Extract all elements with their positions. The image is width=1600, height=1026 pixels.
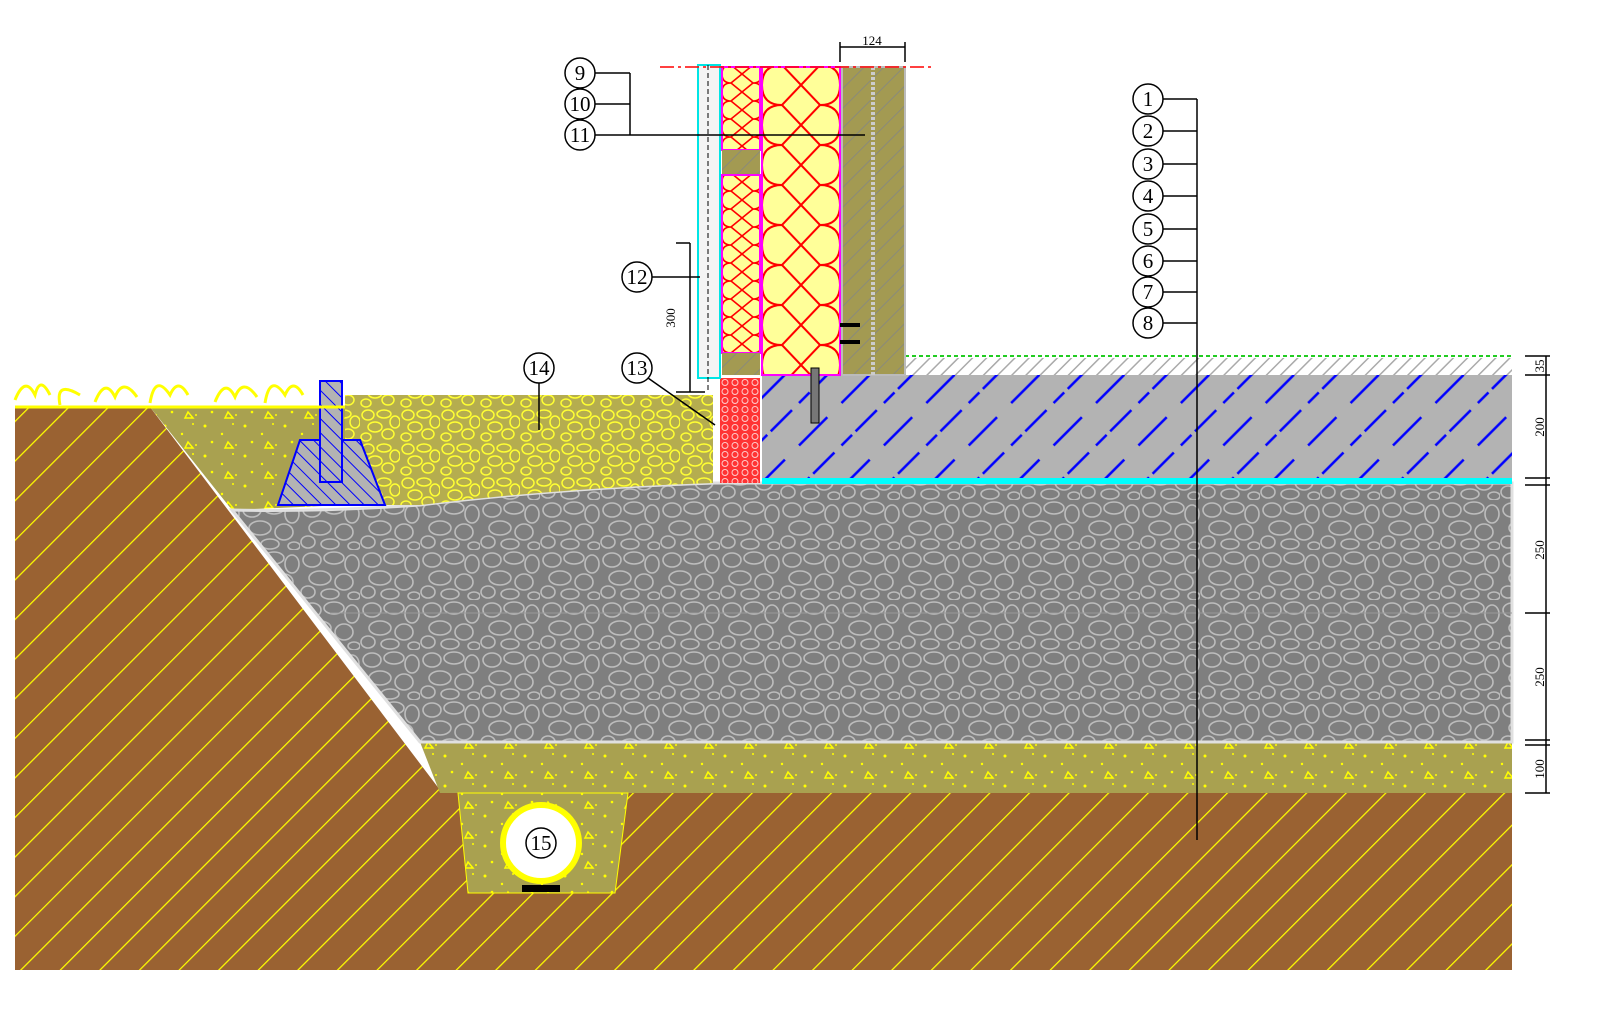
drainage-gravel-fill [345,395,713,505]
callout-15: 15 [531,831,552,855]
dim-layer-3: 250 [1532,540,1547,560]
callout-12: 12 [627,265,648,289]
callout-group-9-11 [523,57,865,430]
anchor-bolt [810,367,820,424]
grass-tufts [13,383,305,406]
facade-layer [697,64,721,379]
outer-insulation-bottom [721,174,761,354]
callout-9: 9 [575,61,586,85]
curb-stone [319,380,343,483]
main-insulation [761,66,841,376]
callout-5: 5 [1143,217,1154,241]
dim-wall-width: 124 [862,33,882,48]
dimension-lines [676,42,1550,794]
floor-slab [762,375,1512,478]
callout-8: 8 [1143,311,1154,335]
floor-finish [905,358,1512,375]
callout-10: 10 [570,92,591,116]
callout-6: 6 [1143,249,1154,273]
callout-1: 1 [1143,87,1154,111]
sand-bedding-layer [420,742,1512,793]
dim-layer-2: 200 [1532,417,1547,437]
callout-4: 4 [1143,184,1154,208]
drain-pipe [500,802,582,884]
perimeter-insulation [720,378,760,483]
dim-layer-4: 250 [1532,667,1547,687]
dim-layer-1: 35 [1532,360,1547,373]
outer-insulation-top [721,66,761,151]
callout-group-1-8 [1132,83,1198,840]
dim-plinth-height: 300 [663,308,678,328]
dim-layer-5: 100 [1532,759,1547,779]
native-soil [15,407,1512,970]
callout-3: 3 [1143,152,1154,176]
callout-11: 11 [570,123,590,147]
base-batten [722,353,760,375]
waterproofing-membrane [762,478,1512,484]
callout-2: 2 [1143,119,1154,143]
wood-batten [722,150,760,175]
callout-13: 13 [627,356,648,380]
callout-14: 14 [529,356,551,380]
callout-7: 7 [1143,280,1154,304]
